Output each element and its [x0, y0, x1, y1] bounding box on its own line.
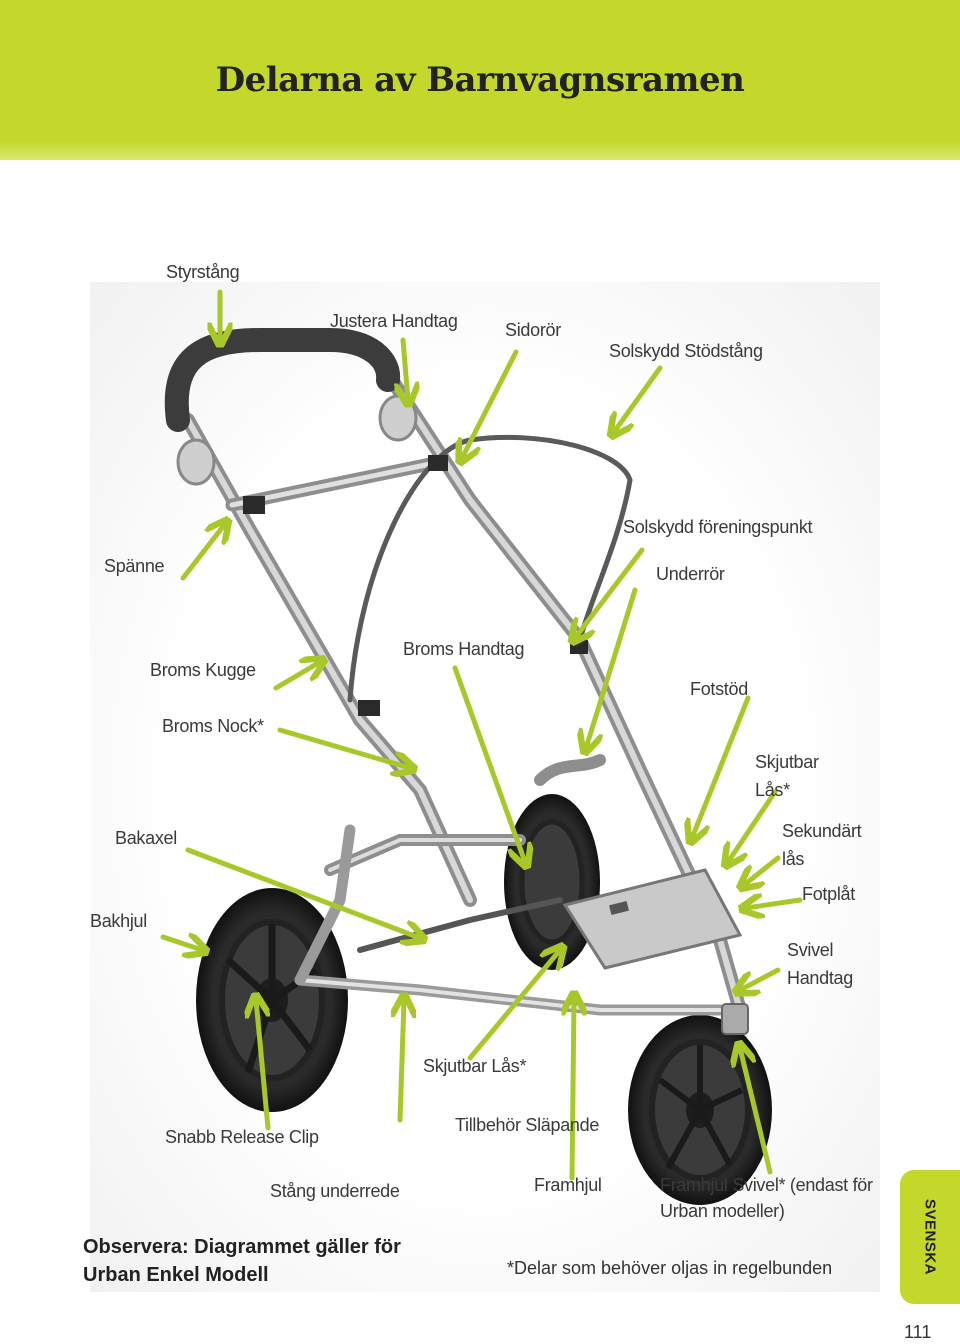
- label-styrstang: Styrstång: [166, 262, 240, 282]
- label-justera-handtag: Justera Handtag: [330, 311, 458, 331]
- page-number: 111: [904, 1322, 932, 1342]
- adjust-handle-knob-left: [176, 438, 216, 486]
- clip-mid: [358, 700, 380, 716]
- label-sidoror: Sidorör: [505, 320, 561, 340]
- oil-footnote: *Delar som behöver oljas in regelbunden: [507, 1258, 833, 1278]
- foot-plate: [562, 868, 743, 970]
- front-swivel: [721, 1003, 749, 1035]
- label-svivel-handtag: Svivel Handtag: [787, 940, 853, 988]
- header-band: [0, 0, 960, 160]
- rear-wheel: [196, 888, 348, 1112]
- language-tab-label: SVENSKA: [921, 1198, 939, 1276]
- adjust-handle-knob-right: [378, 394, 418, 442]
- label-skjutbar-las-mid: Skjutbar Lås*: [423, 1056, 527, 1076]
- label-bakaxel: Bakaxel: [115, 828, 177, 848]
- label-fotplat: Fotplåt: [802, 884, 855, 904]
- label-tillbehor-slapande: Tillbehör Släpande: [455, 1115, 600, 1135]
- page-title: Delarna av Barnvagnsramen: [215, 60, 745, 100]
- label-fotstod: Fotstöd: [690, 679, 748, 699]
- label-skjutbar-las-top: Skjutbar Lås*: [755, 752, 819, 800]
- language-tab: SVENSKA: [900, 1170, 960, 1304]
- label-underror: Underrör: [656, 564, 725, 584]
- clip-canopy: [570, 640, 588, 654]
- label-broms-nock: Broms Nock*: [162, 716, 264, 736]
- label-solskydd-stodstang: Solskydd Stödstång: [609, 341, 763, 361]
- label-spanne: Spänne: [104, 556, 165, 576]
- label-sekundart-las: Sekundärt lås: [782, 821, 862, 869]
- clip-right: [428, 455, 448, 471]
- label-broms-kugge: Broms Kugge: [150, 660, 256, 680]
- frame-tubes: [181, 373, 747, 1017]
- clip-left: [243, 496, 265, 514]
- foot-plate-badge: [609, 900, 629, 916]
- label-broms-handtag: Broms Handtag: [403, 639, 525, 659]
- model-note: Observera: Diagrammet gäller för Urban E…: [83, 1236, 401, 1286]
- handlebar-grip: [164, 328, 401, 432]
- label-bakhjul: Bakhjul: [90, 911, 147, 931]
- label-framhjul-svivel: Framhjul Svivel* (endast för Urban model…: [660, 1175, 873, 1221]
- callout-arrows: [160, 289, 803, 1181]
- rear-wheel-far: [504, 794, 600, 970]
- label-snabb-release-clip: Snabb Release Clip: [165, 1127, 319, 1147]
- label-stang-underrede: Stång underrede: [270, 1181, 400, 1201]
- label-solskydd-foreningspunkt: Solskydd föreningspunkt: [623, 517, 813, 537]
- label-framhjul: Framhjul: [534, 1175, 602, 1195]
